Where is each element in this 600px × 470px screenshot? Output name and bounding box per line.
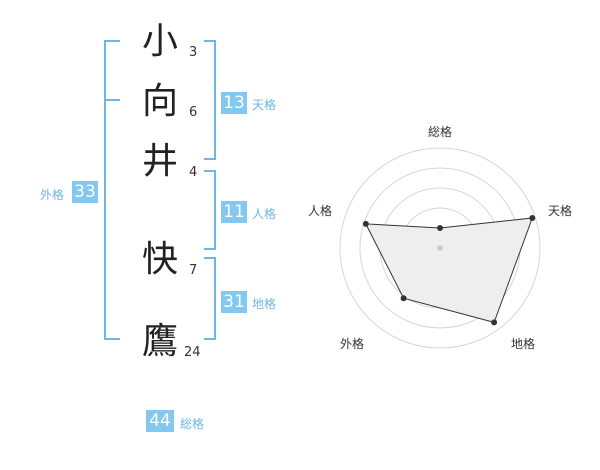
soukaku-label: 総格 [180, 417, 205, 431]
name-char-4: 快 [142, 239, 179, 280]
radar-label-soukaku: 総格 [428, 125, 453, 139]
radar-ring [339, 147, 541, 349]
radar-polygon [364, 217, 534, 324]
gaikaku-label: 外格 [40, 188, 65, 202]
jinkaku-badge: 11 [221, 201, 247, 223]
jinkaku-label: 人格 [252, 207, 277, 221]
radar-point-0 [437, 225, 443, 231]
stroke-count-5: 24 [184, 345, 201, 360]
radar-point-1 [529, 215, 536, 221]
radar-label-chikaku: 地格 [511, 337, 536, 351]
name-char-1: 小 [142, 21, 179, 62]
radar-point-4 [362, 220, 369, 227]
stroke-count-1: 3 [189, 45, 198, 60]
radar-point-3 [400, 295, 407, 302]
name-char-5: 鷹 [142, 321, 179, 362]
chikaku-badge: 31 [221, 291, 247, 313]
radar-center-dot [437, 245, 443, 251]
soukaku-badge: 44 [146, 410, 174, 432]
radar-label-jinkaku: 人格 [308, 204, 333, 218]
tenkaku-badge: 13 [221, 92, 247, 114]
stroke-count-2: 6 [189, 105, 198, 120]
tenkaku-label: 天格 [252, 98, 277, 112]
name-char-3: 井 [142, 141, 179, 182]
chikaku-label: 地格 [252, 297, 277, 311]
stroke-count-3: 4 [189, 165, 198, 180]
stroke-count-4: 7 [189, 263, 198, 278]
gaikaku-badge: 33 [72, 181, 98, 203]
radar-chart [339, 147, 541, 349]
radar-points [362, 215, 536, 326]
radar-label-gaikaku: 外格 [340, 337, 365, 351]
radar-point-2 [491, 319, 498, 326]
radar-label-tenkaku: 天格 [548, 204, 573, 218]
name-char-2: 向 [142, 81, 179, 122]
